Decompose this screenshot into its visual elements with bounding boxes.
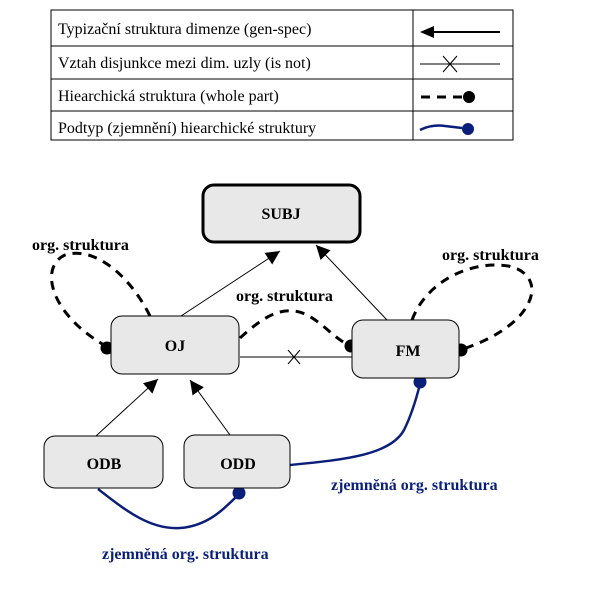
legend-row-label: Vztah disjunkce mezi dim. uzly (is not)	[58, 55, 311, 72]
cross-symbol-x	[442, 55, 458, 73]
node-odd-label: ODD	[220, 456, 256, 473]
arrow-symbol-head	[420, 26, 434, 38]
loop-oj-org	[50, 251, 152, 347]
legend-row-label: Podtyp (zjemnění) hiearchické struktury	[58, 120, 316, 137]
dashed-dot-symbol	[421, 91, 475, 103]
node-oj-label: OJ	[165, 338, 185, 355]
refined-fm-dot	[413, 375, 427, 389]
node-oj-box	[110, 315, 240, 375]
node-odb-label: ODB	[87, 456, 122, 473]
disjunction-oj-fm	[240, 349, 352, 365]
loop-oj-fm-org	[238, 309, 348, 346]
label-org-middle: org. struktura	[236, 288, 333, 305]
loop-fm-org	[410, 263, 534, 350]
arrow-symbol	[420, 26, 500, 38]
arrow-odd-to-oj	[189, 379, 231, 436]
node-subj: SUBJ	[201, 183, 362, 244]
label-refined-bottom: zjemněná org. struktura	[102, 546, 269, 563]
node-odb: ODB	[43, 435, 164, 489]
node-oj: OJ	[110, 315, 240, 375]
node-odb-box	[43, 435, 164, 489]
dashed-symbol-dot	[463, 91, 475, 103]
loop-oj-dot	[100, 341, 114, 355]
node-fm-label: FM	[396, 343, 421, 360]
blue-symbol-line	[419, 124, 463, 132]
label-refined-right: zjemněná org. struktura	[331, 477, 498, 494]
arrow-oj-to-subj	[180, 250, 281, 317]
refined-odd-fm	[289, 383, 422, 467]
node-fm-box	[351, 319, 460, 379]
legend-table: Typizační struktura dimenze (gen-spec) V…	[50, 9, 514, 141]
label-org-left: org. struktura	[32, 237, 129, 254]
blue-line-dot-symbol	[419, 123, 474, 135]
refined-odd-dot	[232, 486, 246, 500]
legend-row-label: Typizační struktura dimenze (gen-spec)	[58, 21, 311, 38]
node-subj-label: SUBJ	[261, 206, 300, 223]
arrow-fm-to-subj	[315, 244, 388, 321]
legend-row-label: Hiearchická struktura (whole part)	[58, 88, 279, 105]
node-fm: FM	[351, 319, 460, 379]
cross-line-symbol	[420, 55, 500, 73]
node-odd: ODD	[183, 434, 291, 489]
disjunction-cross	[287, 349, 301, 365]
arrow-odb-to-oj	[95, 378, 159, 437]
label-org-right: org. struktura	[442, 247, 539, 264]
blue-symbol-dot	[462, 123, 474, 135]
node-odd-box	[183, 434, 291, 489]
refined-odb-odd	[97, 488, 238, 530]
node-subj-box	[201, 183, 362, 244]
